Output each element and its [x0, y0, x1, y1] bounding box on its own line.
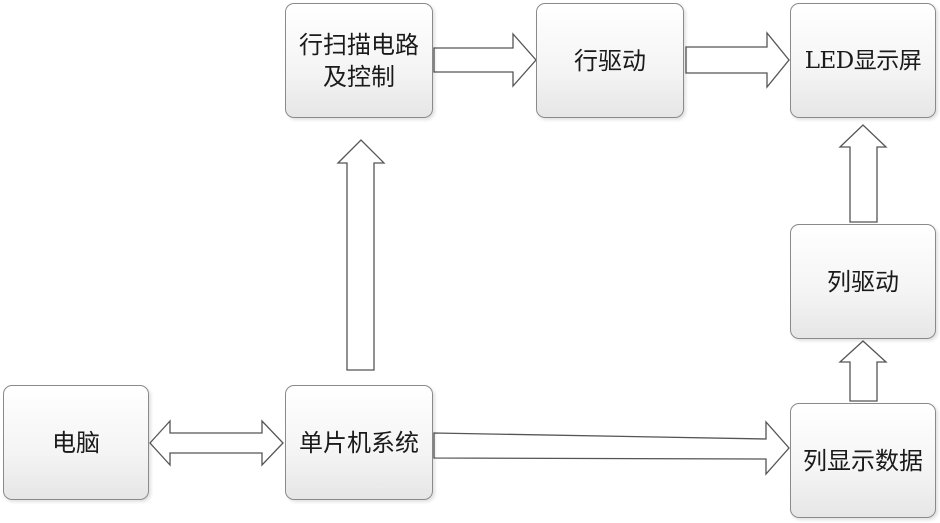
node-label: 列驱动 — [827, 267, 899, 296]
node-row-scan-control: 行扫描电路及控制 — [285, 3, 433, 118]
node-label: 电脑 — [52, 428, 100, 457]
node-label: 列显示数据 — [803, 446, 923, 475]
arrow-mcu-to-scan — [336, 139, 386, 371]
node-label: 行扫描电路及控制 — [299, 30, 419, 91]
node-mcu-system: 单片机系统 — [285, 385, 433, 500]
arrow-mcu-to-col-data — [433, 420, 790, 476]
node-label: LED显示屏 — [804, 47, 922, 74]
arrow-scan-to-row-drive — [433, 32, 537, 88]
arrow-pc-mcu-bidirectional — [149, 419, 284, 467]
node-column-drive: 列驱动 — [790, 224, 936, 339]
arrow-col-drive-to-led — [838, 124, 888, 223]
arrow-col-data-to-col-drive — [838, 340, 888, 402]
node-label: 单片机系统 — [299, 428, 419, 457]
node-label: 行驱动 — [574, 46, 646, 75]
arrow-row-drive-to-led — [685, 31, 790, 89]
node-led-display: LED显示屏 — [790, 3, 936, 118]
node-row-drive: 行驱动 — [536, 3, 684, 118]
node-computer: 电脑 — [3, 385, 149, 500]
node-column-display-data: 列显示数据 — [790, 403, 936, 518]
